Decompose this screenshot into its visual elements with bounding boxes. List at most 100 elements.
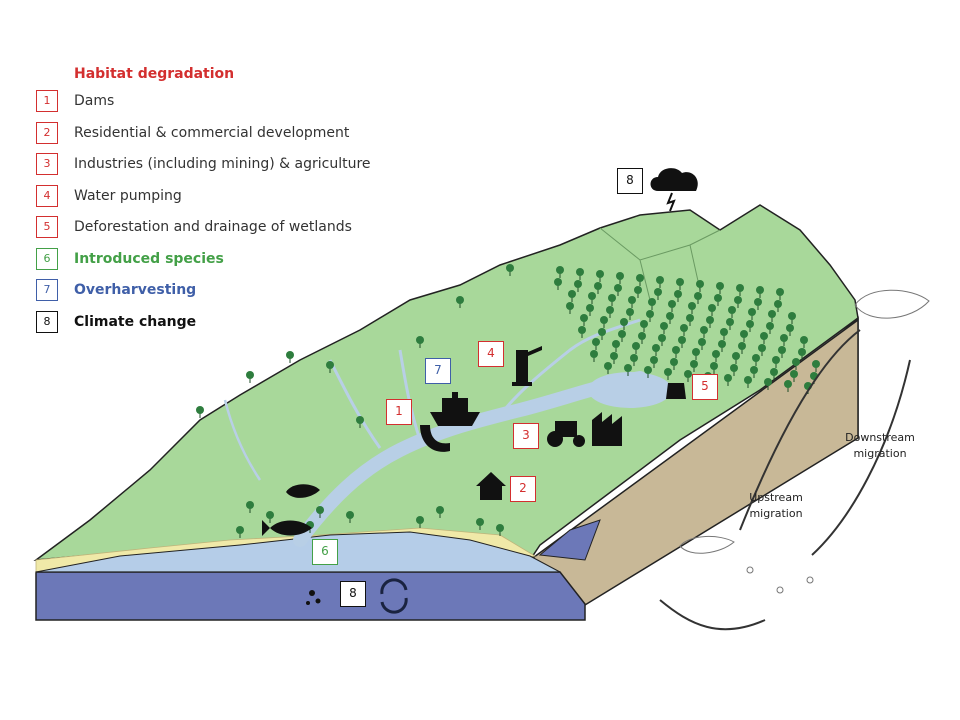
tree <box>738 342 746 354</box>
downstream-line1: Downstream <box>845 431 915 444</box>
map-marker-8: 8 <box>617 168 643 194</box>
tree-stump-icon <box>666 383 686 399</box>
map-marker-4: 4 <box>478 341 504 367</box>
tree <box>764 378 772 390</box>
legend-number-box: 8 <box>36 310 58 333</box>
upstream-arrow <box>739 329 861 531</box>
tree <box>436 506 444 518</box>
tree <box>246 371 254 383</box>
tree <box>616 272 624 284</box>
tree <box>752 354 760 366</box>
tree <box>728 306 736 318</box>
legend-number-box: 2 <box>36 121 58 144</box>
tree <box>614 284 622 296</box>
tree <box>632 342 640 354</box>
river-tributary <box>223 399 262 481</box>
tree <box>676 278 684 290</box>
tree <box>554 278 562 290</box>
tree <box>266 511 274 523</box>
tree <box>798 348 806 360</box>
tree <box>196 406 204 418</box>
tree <box>692 348 700 360</box>
tree <box>780 334 788 346</box>
tree <box>658 334 666 346</box>
tree <box>506 264 514 276</box>
tree <box>766 322 774 334</box>
prawn-larvae-icon <box>746 566 814 594</box>
map-marker-3: 3 <box>513 423 539 449</box>
tree <box>724 374 732 386</box>
downstream-arrow <box>811 359 911 556</box>
ocean-cycle-icon <box>380 578 408 614</box>
legend-number-box: 6 <box>36 247 58 270</box>
tree <box>714 294 722 306</box>
tree <box>456 296 464 308</box>
tree <box>610 352 618 364</box>
tree <box>768 310 776 322</box>
downstream-migration-label: Downstream migration <box>828 430 932 462</box>
dam-icon <box>420 425 450 452</box>
upstream-line2: migration <box>749 507 803 520</box>
tree <box>734 296 742 308</box>
tree <box>576 268 584 280</box>
tree <box>678 336 686 348</box>
tree <box>596 270 604 282</box>
tree <box>236 526 244 538</box>
ocean-surface <box>35 531 561 573</box>
fish-icon <box>262 520 312 536</box>
tree <box>660 322 668 334</box>
legend-title: Habitat degradation <box>74 66 235 82</box>
downstream-line2: migration <box>853 447 907 460</box>
tree <box>592 338 600 350</box>
tree <box>792 358 800 370</box>
tree <box>664 368 672 380</box>
tree <box>686 314 694 326</box>
tree <box>568 290 576 302</box>
tree <box>750 366 758 378</box>
upstream-migration-label: Upstream migration <box>726 490 826 522</box>
tree <box>476 518 484 530</box>
tree <box>754 298 762 310</box>
tree <box>700 326 708 338</box>
tree <box>416 516 424 528</box>
legend-number-box: 5 <box>36 216 58 238</box>
tree <box>688 302 696 314</box>
tree <box>736 284 744 296</box>
tree <box>774 300 782 312</box>
tree <box>674 290 682 302</box>
legend-label: Residential & commercial development <box>74 124 350 141</box>
tree <box>772 356 780 368</box>
storm-cloud-icon <box>650 168 698 212</box>
tree <box>668 300 676 312</box>
tree <box>580 314 588 326</box>
tree <box>696 280 704 292</box>
tree <box>730 364 738 376</box>
plankton-icon <box>306 590 321 605</box>
tree <box>716 282 724 294</box>
map-marker-5: 5 <box>692 374 718 400</box>
river-tributary <box>498 318 641 416</box>
map-marker-8: 8 <box>340 581 366 607</box>
tree <box>634 286 642 298</box>
legend-number-box: 4 <box>36 184 58 207</box>
tree <box>590 350 598 362</box>
river-tributary <box>398 349 422 441</box>
tree <box>698 338 706 350</box>
tree <box>624 364 632 376</box>
tree <box>684 370 692 382</box>
tree <box>760 332 768 344</box>
tree <box>618 330 626 342</box>
legend-item-2: 2 Residential & commercial development <box>36 121 376 146</box>
map-marker-1: 1 <box>386 399 412 425</box>
tractor-icon <box>547 421 585 447</box>
tree <box>670 358 678 370</box>
legend-number-box: 7 <box>36 279 58 301</box>
tree <box>756 286 764 298</box>
